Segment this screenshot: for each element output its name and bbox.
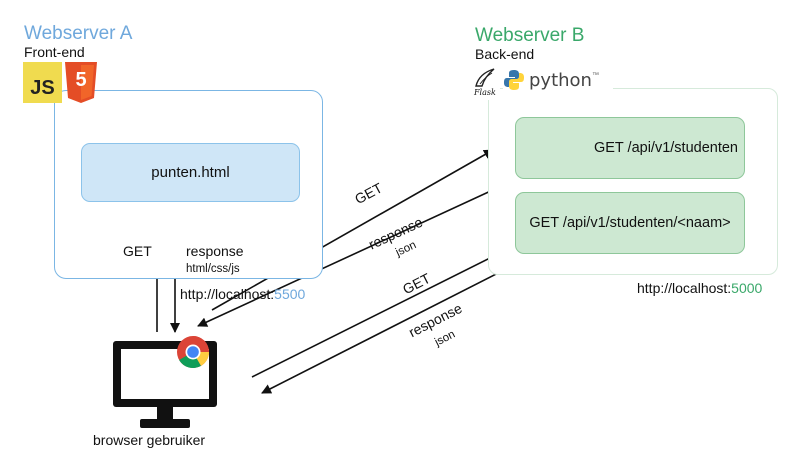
server-b-url-prefix: http://localhost: — [637, 280, 732, 296]
flask-logo: Flask — [472, 66, 500, 100]
label-a-response-sub: html/css/js — [186, 263, 240, 275]
endpoint-studenten[interactable]: GET /api/v1/studenten — [515, 117, 745, 179]
endpoint-studenten-label: GET /api/v1/studenten — [593, 140, 738, 156]
server-a-subtitle: Front-end — [24, 44, 85, 60]
chrome-icon — [176, 335, 210, 369]
arrow-bottom-get — [251, 251, 503, 378]
browser-label: browser gebruiker — [93, 432, 206, 448]
label-a-get: GET — [123, 243, 152, 259]
endpoint-studenten-naam[interactable]: GET /api/v1/studenten/<naam> — [515, 192, 745, 254]
js-logo: JS — [23, 62, 62, 103]
page-file-punten[interactable]: punten.html — [81, 143, 300, 202]
label-a-response: response — [186, 243, 244, 259]
server-b-title: Webserver B — [475, 25, 585, 46]
arrow-top-response — [197, 182, 509, 327]
server-a-url: http://localhost:5500 — [180, 286, 305, 302]
arrow-bottom-response — [261, 264, 515, 394]
arrow-top-get — [211, 149, 494, 311]
server-b-subtitle: Back-end — [475, 46, 535, 62]
html5-logo: 5 — [64, 62, 98, 103]
python-logo-text: python — [529, 69, 592, 91]
server-b-url-port: 5000 — [731, 280, 763, 296]
server-a-url-prefix: http://localhost: — [180, 286, 275, 302]
python-logo: python ™ — [503, 67, 613, 93]
flask-logo-text: Flask — [474, 88, 496, 97]
python-icon — [504, 70, 524, 90]
server-a-url-port: 5500 — [274, 286, 306, 302]
python-tm: ™ — [591, 71, 599, 79]
html5-logo-text: 5 — [75, 69, 87, 91]
js-logo-text: JS — [30, 77, 55, 99]
server-a-title: Webserver A — [24, 23, 133, 44]
server-b-url: http://localhost:5000 — [637, 280, 762, 296]
